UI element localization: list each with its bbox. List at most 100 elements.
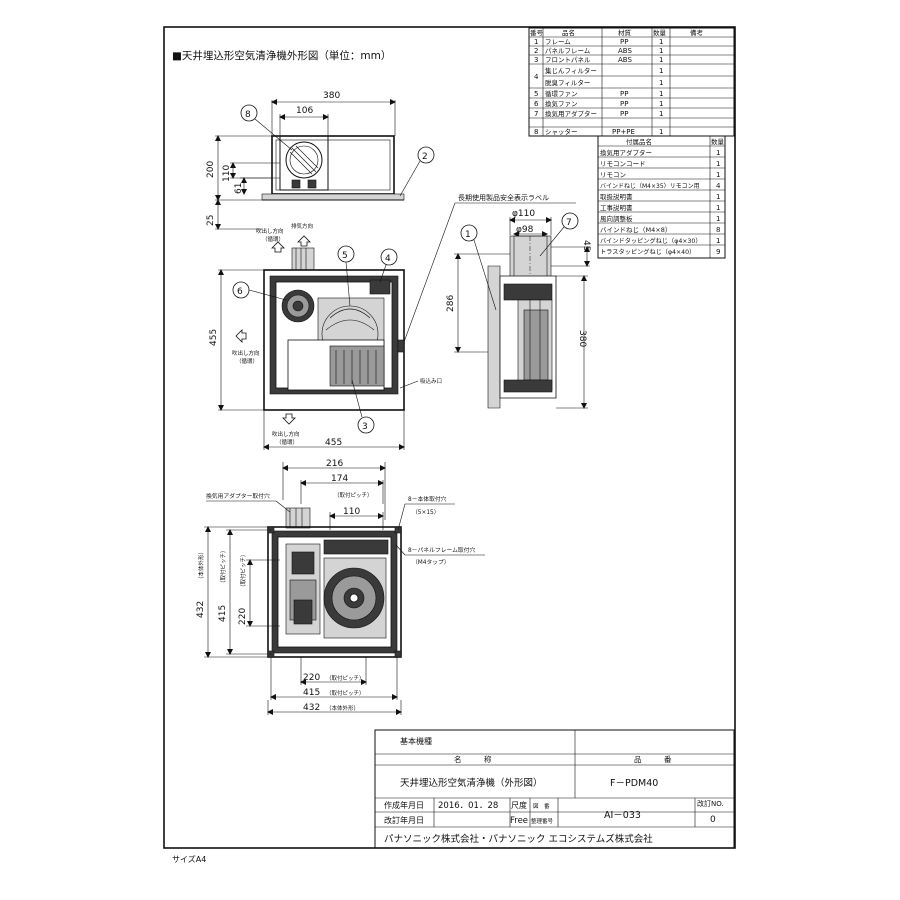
dim-286: 286 xyxy=(446,295,456,312)
paper-size: サイズA4 xyxy=(172,854,206,864)
dim-174: 174 xyxy=(331,474,348,484)
callout-6: 6 xyxy=(237,287,243,297)
parts-table: 番号 品名 材質 数量 備考 1 フレーム PP 1 2 パネルフレーム ABS… xyxy=(528,27,735,137)
accessory-row-qty: 1 xyxy=(716,171,720,179)
dim-380-side: 380 xyxy=(577,330,587,347)
title-model-basic: 基本機種 xyxy=(400,736,432,746)
parts-row-no: 4 xyxy=(534,73,539,81)
parts-row-material: PP+PE xyxy=(612,128,635,136)
parts-row-name: パネルフレーム xyxy=(545,47,591,55)
accessory-row-name: バインドねじ（M4×35）リモコン用 xyxy=(600,183,700,190)
accessory-row-qty: 1 xyxy=(716,149,720,157)
pitch-label-220-horizontal: （取付ピッチ） xyxy=(326,674,365,682)
parts-row-no: 7 xyxy=(534,110,538,118)
accessory-row-name: リモコン xyxy=(600,171,626,179)
title-part-no-label: 品 番 xyxy=(634,754,672,764)
title-company: パナソニック株式会社・パナソニック エコシステムズ株式会社 xyxy=(384,833,653,845)
dim-110-top: 110 xyxy=(222,165,232,182)
parts-row-no: 2 xyxy=(534,47,538,55)
callout-2: 2 xyxy=(422,152,428,162)
title-block: 基本機種 名 称 品 番 天井埋込形空気清浄機（外形図） F－PDM40 作成年… xyxy=(374,729,735,849)
pitch-label-220-vertical: （取付ピッチ） xyxy=(239,551,247,590)
dim-220-vertical: 220 xyxy=(238,608,248,625)
parts-row-material: ABS xyxy=(618,56,632,64)
parts-row-no: 3 xyxy=(534,56,538,64)
dim-216: 216 xyxy=(326,459,343,469)
panel-holes-sub: （M4タップ） xyxy=(412,558,450,566)
label-note: 長期使用製品安全表示ラベル xyxy=(458,193,549,202)
dim-phi110: φ110 xyxy=(512,209,535,219)
accessory-row-name: 換気用アダプター xyxy=(600,148,652,157)
parts-row-name: 換気ファン xyxy=(545,99,578,108)
accessory-header-name: 付属品名 xyxy=(626,137,652,146)
accessory-row-name: 取扱説明書 xyxy=(600,192,633,201)
parts-row-name: 脱臭フィルター xyxy=(545,78,590,87)
pitch-label-174: （取付ピッチ） xyxy=(334,491,373,499)
parts-row-name: 循環ファン xyxy=(545,89,578,98)
dim-380-top: 380 xyxy=(323,91,340,101)
dim-220-horizontal: 220 xyxy=(303,673,320,683)
accessory-row-qty: 9 xyxy=(716,248,720,256)
parts-header-qty: 数量 xyxy=(653,28,667,37)
accessory-row-qty: 4 xyxy=(716,182,721,190)
parts-row-qty: 1 xyxy=(659,128,663,136)
body-holes-sub: （5×15） xyxy=(412,509,440,516)
accessory-row-qty: 1 xyxy=(716,237,720,245)
callout-5: 5 xyxy=(342,251,348,261)
parts-row-material: PP xyxy=(620,110,628,118)
parts-header-remark: 備考 xyxy=(690,28,704,37)
title-name-label: 名 称 xyxy=(454,754,492,764)
accessory-row-qty: 1 xyxy=(716,215,720,223)
parts-row-no: 6 xyxy=(534,100,539,108)
callout-3: 3 xyxy=(362,422,368,432)
title-revised-label: 改訂年月日 xyxy=(384,815,424,825)
parts-row-material: ABS xyxy=(618,47,632,55)
parts-row-qty: 1 xyxy=(659,47,663,55)
title-part-no-value: F－PDM40 xyxy=(610,778,658,789)
panel-holes-label: 8－パネルフレーム取付穴 xyxy=(408,546,475,554)
accessory-row-qty: 1 xyxy=(716,160,720,168)
accessory-row-name: トラスタッピングねじ（φ4×40） xyxy=(600,248,695,256)
exhaust-dir-top-label: 吹出し方向 xyxy=(256,227,284,235)
dim-455-horizontal: 455 xyxy=(325,438,342,448)
accessory-row-qty: 1 xyxy=(716,193,720,201)
parts-row-qty: 1 xyxy=(659,110,663,118)
parts-row-name: フロントパネル xyxy=(545,56,591,64)
parts-header-name: 品名 xyxy=(562,28,575,37)
parts-row-qty: 1 xyxy=(659,56,663,64)
dim-106: 106 xyxy=(296,106,313,116)
accessory-header-qty: 数量 xyxy=(711,137,725,146)
drawing-title: ■天井埋込形空気清浄機外形図（単位：mm） xyxy=(172,49,391,62)
accessory-table: 付属品名 数量 換気用アダプター 1 リモコンコード 1 リモコン 1 バインド… xyxy=(597,135,726,259)
parts-header-no: 番号 xyxy=(530,29,544,37)
pitch-label-415-horizontal: （取付ピッチ） xyxy=(326,689,365,697)
title-scale-value: Free xyxy=(510,816,528,826)
accessory-row-name: バインドねじ（M4×8） xyxy=(600,226,671,234)
side-view: φ110 φ98 45 286 380 1 7 xyxy=(446,209,591,409)
parts-row-material: PP xyxy=(620,38,628,46)
dim-415-horizontal: 415 xyxy=(303,688,320,698)
accessory-row-name: 工事説明書 xyxy=(600,203,633,212)
parts-row-no: 5 xyxy=(534,90,538,98)
exhaust-dir-left-sub: （循環） xyxy=(236,357,258,365)
intake-label: 吸込み口 xyxy=(420,377,442,385)
dim-phi98: φ98 xyxy=(516,225,534,235)
dim-200: 200 xyxy=(206,161,216,178)
dim-45: 45 xyxy=(581,240,591,251)
callout-8: 8 xyxy=(245,110,251,120)
dim-415-vertical: 415 xyxy=(218,605,228,622)
outer-label-horizontal: （本体外形） xyxy=(326,704,359,712)
title-created-value: 2016．01．28 xyxy=(438,801,498,811)
parts-row-qty: 1 xyxy=(659,67,663,75)
dim-61: 61 xyxy=(234,183,244,194)
dim-432-vertical: 432 xyxy=(196,601,206,618)
dim-25: 25 xyxy=(206,215,216,226)
title-rev-value: 0 xyxy=(710,815,716,825)
parts-row-name: シャッター xyxy=(545,127,578,136)
vent-dir-label: 排気方向 xyxy=(291,222,313,230)
accessory-row-name: バインドタッピングねじ（φ4×30） xyxy=(600,237,702,245)
exhaust-dir-left-label: 吹出し方向 xyxy=(232,349,260,357)
title-scale-label: 尺度 xyxy=(511,800,527,810)
dim-110-bottom: 110 xyxy=(343,507,360,517)
